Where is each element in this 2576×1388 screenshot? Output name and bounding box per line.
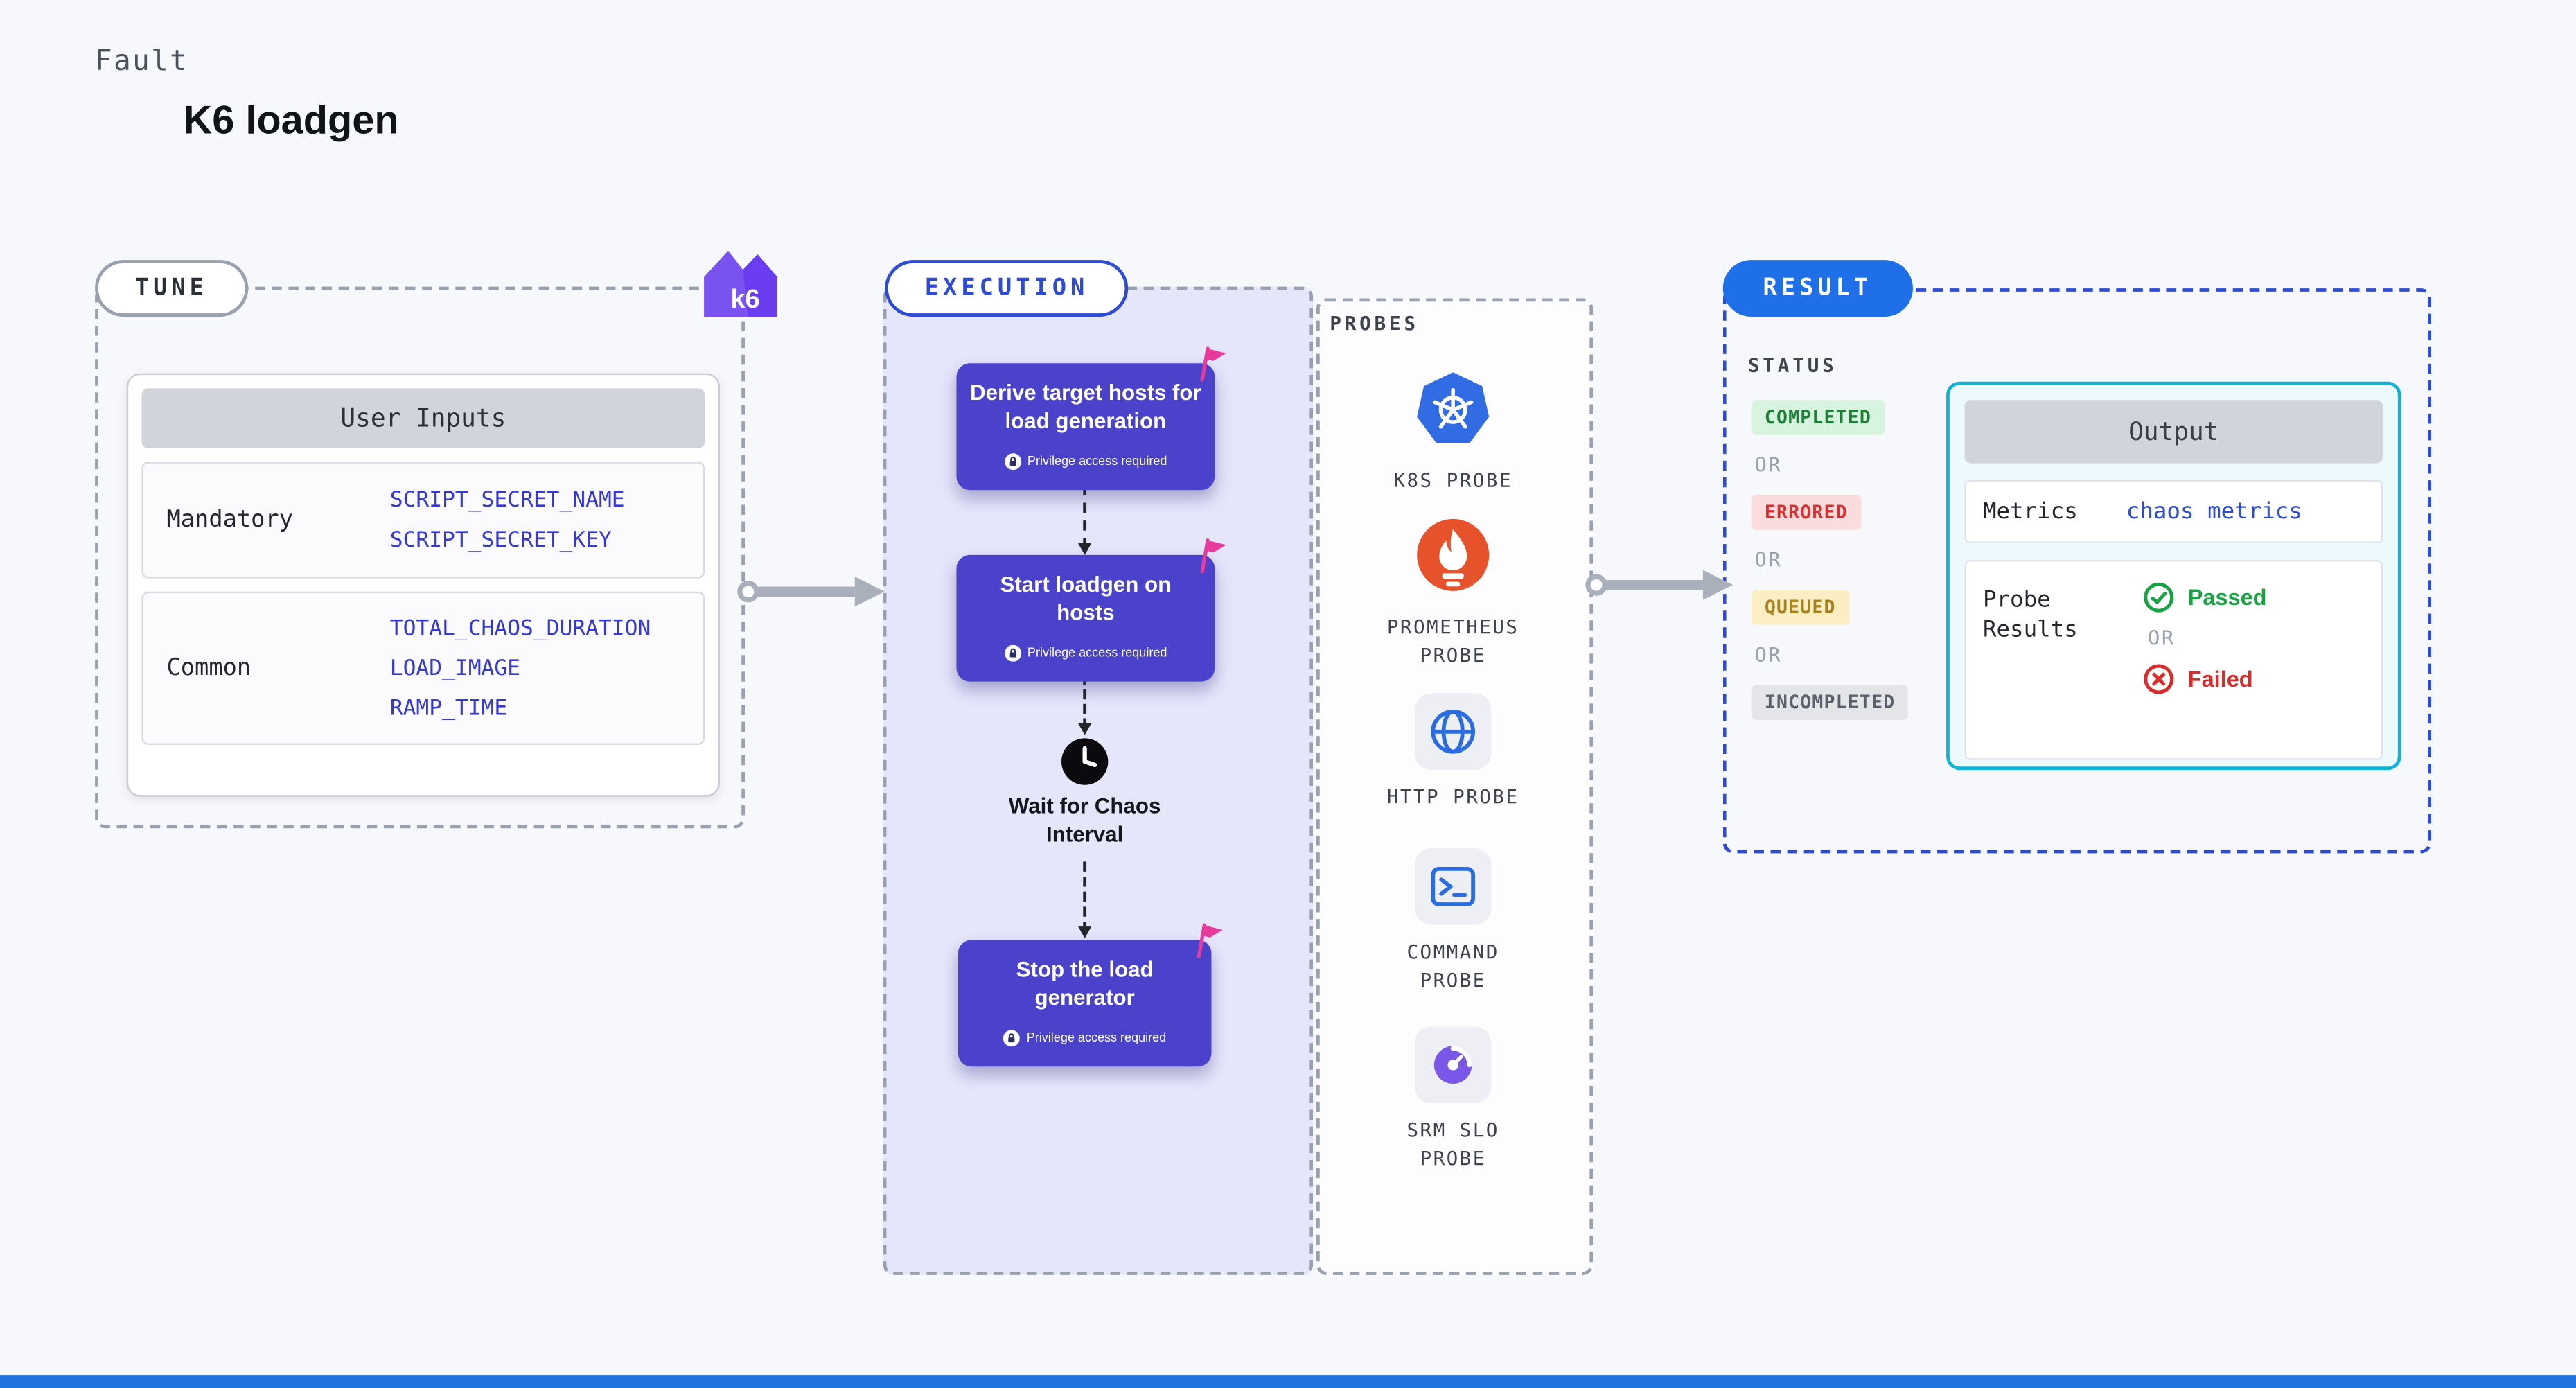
status-badge-incompleted: INCOMPLETED [1751,685,1909,720]
common-values: TOTAL_CHAOS_DURATION LOAD_IMAGE RAMP_TIM… [390,616,651,721]
step-title: Derive target hosts for load generation [970,380,1201,433]
result-section-label: RESULT [1722,260,1912,317]
privilege-label: Privilege access required [1026,1030,1167,1046]
privilege-badge: Privilege access required [970,637,1201,669]
or-separator: OR [1754,453,1783,477]
status-badge-errored: ERRORED [1751,495,1862,530]
result-section [1722,288,2431,854]
wait-for-chaos-interval-label: Wait for Chaos Interval [1008,793,1161,847]
chaos-flag-icon [1193,536,1230,580]
bottom-edge-bar [0,1375,2576,1388]
status-column-label: STATUS [1747,353,1837,377]
status-list: COMPLETED OR ERRORED OR QUEUED OR INCOMP… [1751,400,1909,720]
probes-section [1316,298,1594,1275]
probe-item-command: COMMAND PROBE [1353,848,1553,994]
env-var: TOTAL_CHAOS_DURATION [389,615,651,641]
execution-section-label: EXECUTION [885,260,1129,317]
step-connector [1078,675,1092,735]
step-connector [1078,861,1092,939]
srm-slo-icon [1414,1026,1492,1104]
step-title: Stop the load generator [1016,956,1154,1010]
probe-name: COMMAND PROBE [1406,940,1499,992]
flow-arrow-tune-to-execution [737,577,885,607]
probe-item-k8s: K8S PROBE [1353,370,1553,495]
metrics-row: Metrics chaos metrics [1964,480,2383,544]
passed-label: Passed [2187,585,2267,610]
outcome-failed: Failed [2143,663,2253,695]
probe-name: K8S PROBE [1393,468,1512,492]
privilege-badge: Privilege access required [970,446,1201,477]
env-var: SCRIPT_SECRET_NAME [389,487,625,513]
privilege-label: Privilege access required [1027,645,1167,660]
probe-results-row: Probe Results Passed OR Faile [1964,560,2383,760]
check-circle-icon [2144,582,2174,613]
user-inputs-row-common: Common TOTAL_CHAOS_DURATION LOAD_IMAGE R… [141,591,705,746]
step-title: Start loadgen on hosts [1000,571,1172,624]
status-badge-queued: QUEUED [1751,590,1849,625]
chaos-flag-icon [1190,922,1226,965]
step-start-loadgen: Start loadgen on hosts Privilege access … [956,538,1226,683]
metrics-label: Metrics [1982,498,2078,525]
kubernetes-icon [1415,370,1492,453]
probe-item-http: HTTP PROBE [1353,693,1553,811]
outcome-passed: Passed [2143,581,2267,613]
mandatory-values: SCRIPT_SECRET_NAME SCRIPT_SECRET_KEY [390,487,625,552]
probe-name: SRM SLO PROBE [1406,1118,1499,1170]
step-connector [1078,484,1092,555]
or-separator: OR [2148,626,2176,650]
prometheus-icon [1415,517,1492,600]
row-label-common: Common [166,655,252,682]
probe-item-prometheus: PROMETHEUS PROBE [1353,517,1553,669]
step-derive-target-hosts: Derive target hosts for load generation … [956,346,1226,491]
lock-icon [1003,1022,1021,1054]
globe-icon [1414,693,1492,771]
metrics-value: chaos metrics [2126,498,2302,525]
tune-section-label: TUNE [95,260,248,317]
or-separator: OR [1754,548,1783,572]
clock-icon [1060,737,1110,793]
env-var: RAMP_TIME [389,696,508,721]
user-inputs-card: User Inputs Mandatory SCRIPT_SECRET_NAME… [126,373,720,797]
output-panel: Output Metrics chaos metrics Probe Resul… [1946,381,2401,771]
probes-column-label: PROBES [1330,311,1419,335]
svg-text:k6: k6 [730,285,759,314]
output-header: Output [1964,400,2383,464]
lock-icon [1004,637,1021,669]
env-var: LOAD_IMAGE [389,656,521,681]
probe-outcomes: Passed OR Failed [2126,561,2381,758]
status-badge-completed: COMPLETED [1751,400,1885,435]
probe-results-label: Probe Results [1982,586,2078,644]
probe-item-srm-slo: SRM SLO PROBE [1353,1026,1553,1172]
probe-name: HTTP PROBE [1386,784,1519,809]
probe-name: PROMETHEUS PROBE [1386,615,1519,667]
flow-arrow-execution-to-result [1585,570,1733,600]
lock-icon [1004,446,1021,477]
terminal-icon [1414,848,1492,925]
k6-logo-icon: k6 [703,243,778,323]
row-label-mandatory: Mandatory [166,507,293,534]
privilege-badge: Privilege access required [971,1022,1198,1054]
fault-kicker: Fault [95,44,189,79]
failed-label: Failed [2187,667,2253,692]
env-var: SCRIPT_SECRET_KEY [389,527,612,553]
page-title: K6 loadgen [183,98,399,143]
x-circle-icon [2144,664,2174,694]
privilege-label: Privilege access required [1027,453,1167,469]
chaos-flag-icon [1193,345,1230,389]
user-inputs-header: User Inputs [141,388,705,448]
tune-section [95,286,746,829]
step-stop-load-generator: Stop the load generator Privilege access… [958,923,1223,1067]
user-inputs-row-mandatory: Mandatory SCRIPT_SECRET_NAME SCRIPT_SECR… [141,462,705,579]
or-separator: OR [1754,643,1783,667]
